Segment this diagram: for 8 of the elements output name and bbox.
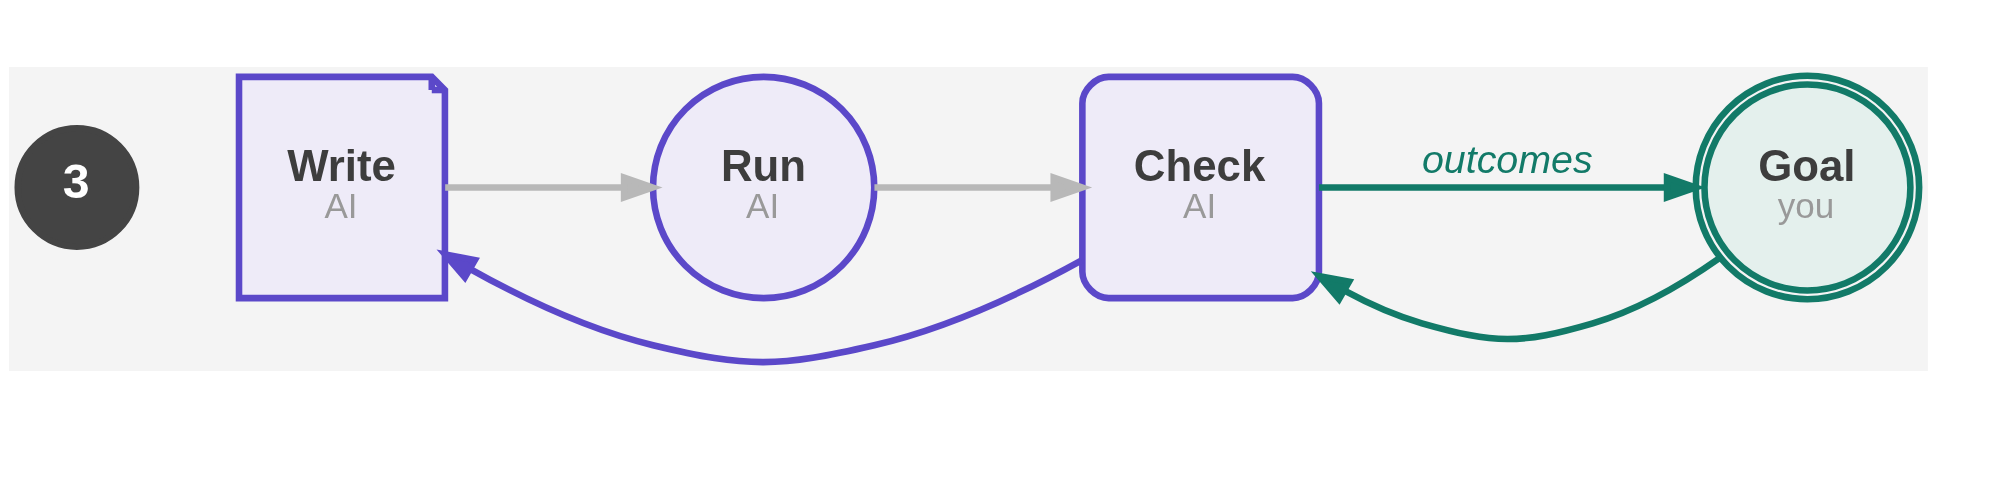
edge-label: outcomes bbox=[1421, 136, 1593, 181]
arrow bbox=[874, 172, 1093, 202]
node-circle: 3 bbox=[14, 124, 140, 250]
arrow bbox=[445, 172, 663, 202]
node-circle: Run AI bbox=[649, 73, 878, 301]
node-circle: Goal you bbox=[1692, 71, 1923, 302]
arrow bbox=[1310, 254, 1722, 342]
node-box: Check AI bbox=[1079, 73, 1323, 301]
